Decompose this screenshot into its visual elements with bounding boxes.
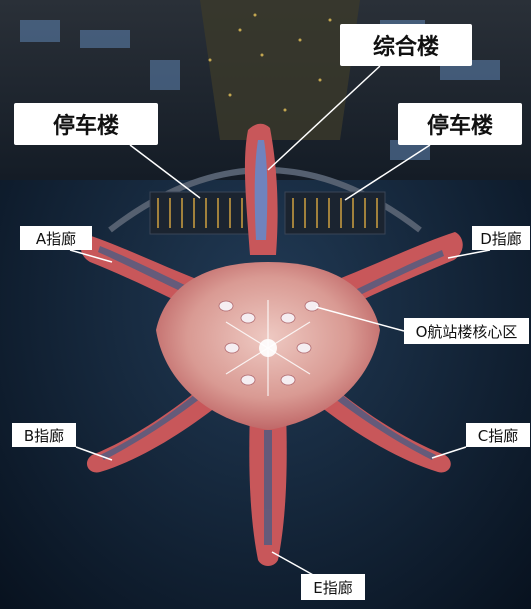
parking-lines <box>157 198 378 228</box>
complex-building-skylight <box>254 140 268 240</box>
core-skylights <box>218 300 320 386</box>
construction-site <box>200 0 360 140</box>
core-center <box>259 339 277 357</box>
label-pier-b: B指廊 <box>12 423 76 447</box>
label-parking-right: 停车楼 <box>398 103 522 145</box>
parking-building-right <box>284 191 386 235</box>
parking-building-left <box>149 191 251 235</box>
label-pier-d: D指廊 <box>472 226 530 250</box>
label-parking-left: 停车楼 <box>14 103 158 145</box>
label-pier-c: C指廊 <box>466 423 530 447</box>
label-complex-building: 综合楼 <box>340 24 472 66</box>
pier-skylights <box>98 246 444 545</box>
label-pier-a: A指廊 <box>20 226 92 250</box>
label-pier-e: E指廊 <box>301 574 365 600</box>
city-lights <box>208 13 332 112</box>
label-core-area: O航站楼核心区 <box>404 318 529 344</box>
leader-lines <box>69 65 491 577</box>
